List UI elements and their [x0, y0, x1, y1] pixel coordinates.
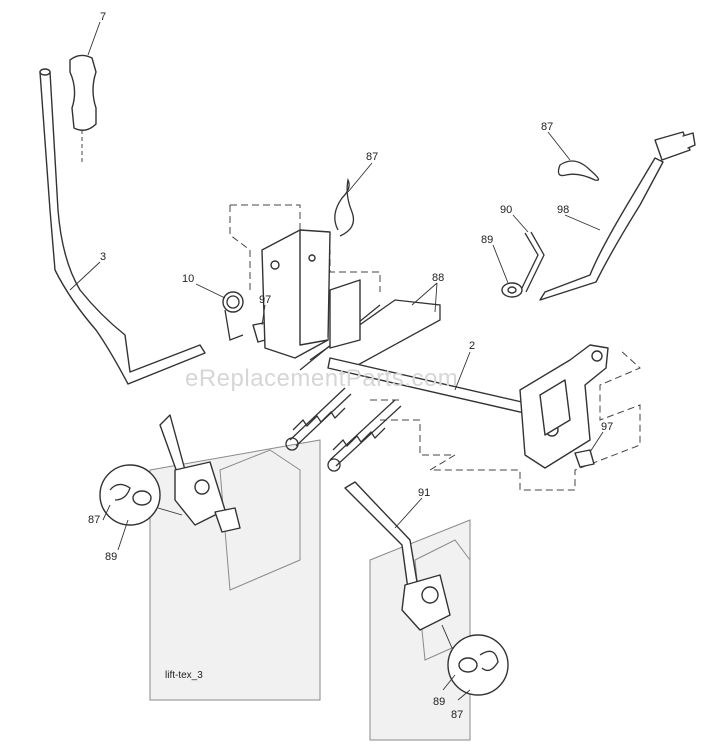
callout-97-right: 97	[601, 421, 613, 433]
mounting-bracket	[261, 229, 331, 359]
callout-90: 90	[500, 204, 512, 216]
washer-part-89-upper	[501, 282, 523, 298]
callout-3: 3	[100, 251, 106, 263]
callout-87-left: 87	[88, 514, 100, 526]
callout-91: 91	[418, 487, 430, 499]
callout-87-upper-right: 87	[541, 121, 553, 133]
handle-grip-part-7	[69, 54, 97, 131]
callout-88: 88	[432, 272, 444, 284]
callout-98: 98	[557, 204, 569, 216]
extension-spring-2	[327, 399, 402, 472]
detail-circle-left	[99, 464, 183, 526]
extension-spring-1	[285, 387, 352, 451]
callout-89-upper: 89	[481, 234, 493, 246]
callout-leaders	[69, 21, 604, 701]
callout-7: 7	[100, 11, 106, 23]
callout-97-left: 97	[259, 294, 271, 306]
hairpin-clip-part-87-upper-right	[557, 160, 600, 181]
lift-bracket-right	[519, 344, 609, 469]
spring-rods-part-88	[299, 279, 441, 373]
callout-2: 2	[469, 340, 475, 352]
diagram-reference-label: lift-tex_3	[165, 670, 203, 681]
callout-87-right: 87	[451, 709, 463, 721]
callout-89-left: 89	[105, 551, 117, 563]
hairpin-clip-part-87-center	[334, 178, 355, 237]
callout-89-right: 89	[433, 696, 445, 708]
torsion-spring-part-10	[222, 291, 244, 341]
lift-lever-part-3	[39, 68, 206, 385]
detail-circle-right	[441, 624, 509, 696]
lift-arm-left	[159, 414, 241, 533]
lift-arm-part-91	[344, 481, 451, 631]
adjust-rod-part-98	[539, 131, 696, 301]
callout-10: 10	[182, 273, 194, 285]
cotter-pin-part-90	[519, 231, 545, 293]
watermark-text: eReplacementParts.com	[185, 365, 458, 392]
callout-87-center: 87	[366, 151, 378, 163]
bolt-part-97-right	[574, 449, 595, 468]
